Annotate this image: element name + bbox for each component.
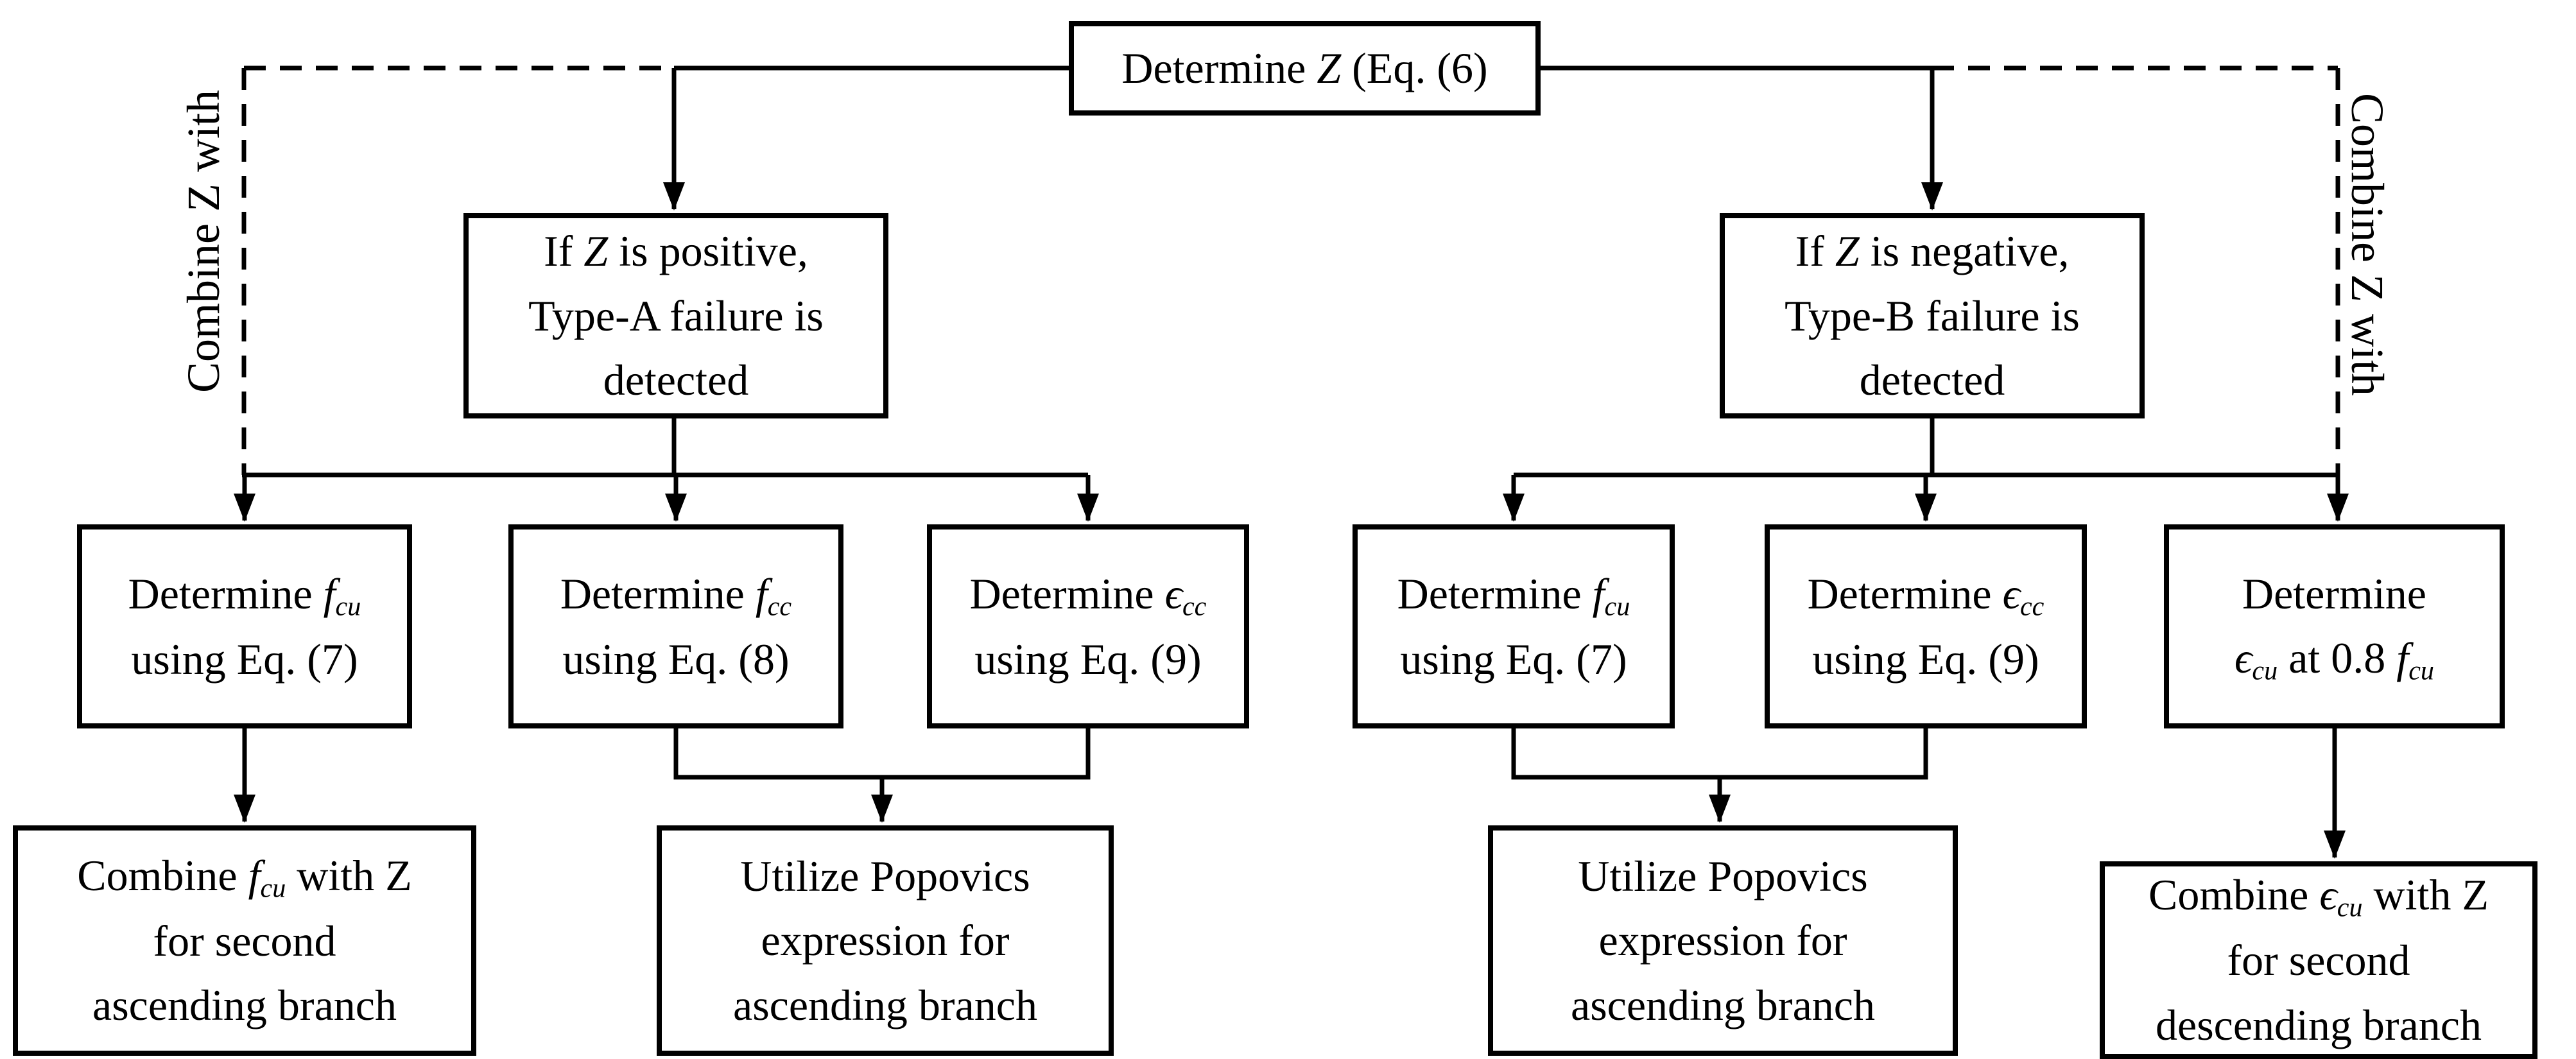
merge-bracket-right <box>1511 728 1928 780</box>
side-label-combine-z-right: Combine Z with <box>2342 93 2393 396</box>
merge-bracket-left <box>673 728 1091 780</box>
side-label-combine-z-left: Combine Z with <box>178 90 229 393</box>
node-determine-z-label: Determine Z (Eq. (6) <box>1121 44 1488 93</box>
node-determine-z: Determine Z (Eq. (6) <box>1069 21 1541 116</box>
